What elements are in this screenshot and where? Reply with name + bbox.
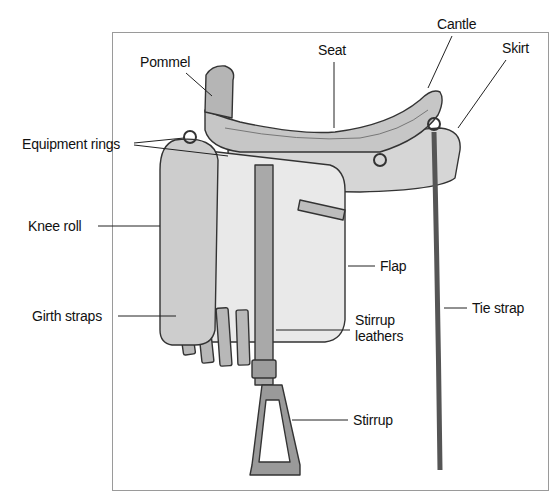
part-label: Girth straps [32,308,102,324]
leader-lines [98,36,506,420]
part-label: Stirrup [353,412,393,428]
part-label: Knee roll [28,218,81,234]
part-label: Pommel [140,54,190,70]
part-label: Seat [318,42,346,58]
part-label: Equipment rings [22,136,120,152]
frame [113,33,549,491]
part-label: Flap [380,258,406,274]
part-label: Cantle [437,16,476,32]
part-label: Skirt [502,40,529,56]
part-label: Tie strap [472,300,524,316]
part-label: Stirrup leathers [355,312,433,344]
saddle [160,66,460,475]
